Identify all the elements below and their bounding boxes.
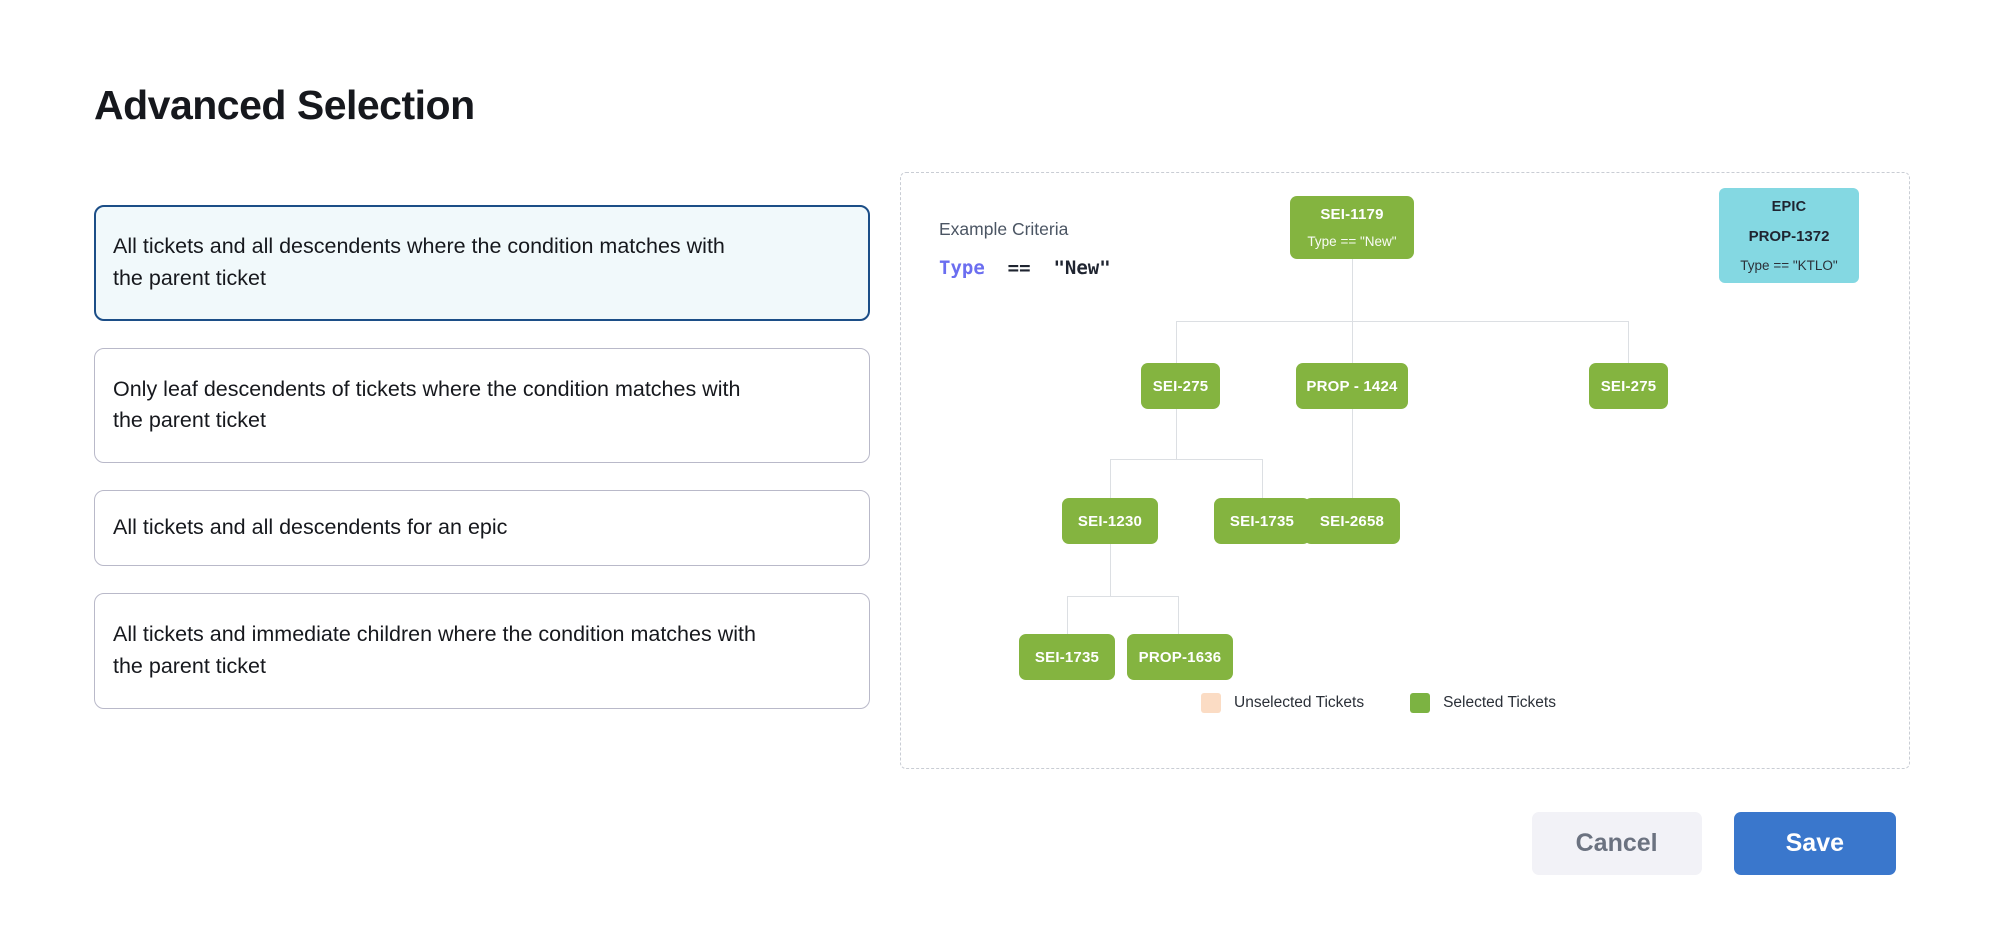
option-card-all-descendents[interactable]: All tickets and all descendents where th…	[94, 205, 870, 321]
legend-label: Unselected Tickets	[1234, 694, 1365, 711]
criteria-value: "New"	[1053, 257, 1111, 279]
ticket-id: SEI-1735	[1229, 512, 1295, 530]
diagram-legend: Unselected Tickets Selected Tickets	[1201, 693, 1556, 713]
ticket-node-sei-1179[interactable]: SEI-1179 Type == "New"	[1290, 196, 1414, 259]
epic-kind-label: EPIC	[1771, 198, 1807, 215]
connector-row3-bus	[1110, 459, 1262, 460]
ticket-id: SEI-275	[1152, 377, 1209, 395]
connector-prop1424-down	[1352, 409, 1353, 498]
connector-row3-mid-drop	[1262, 459, 1263, 498]
unselected-ticket-swatch-icon	[1201, 693, 1221, 713]
ticket-node-sei-2658[interactable]: SEI-2658	[1304, 498, 1400, 544]
connector-sei275-down	[1176, 409, 1177, 459]
criteria-keyword: Type	[939, 257, 985, 279]
ticket-id: SEI-1179	[1320, 206, 1384, 223]
connector-row2-mid-drop	[1352, 321, 1353, 363]
option-label: All tickets and immediate children where…	[113, 622, 756, 678]
criteria-operator: ==	[1007, 257, 1031, 279]
ticket-id: SEI-1735	[1034, 648, 1100, 666]
save-button[interactable]: Save	[1733, 812, 1896, 875]
connector-root-down	[1352, 259, 1353, 321]
option-card-leaf-descendents[interactable]: Only leaf descendents of tickets where t…	[94, 347, 870, 464]
ticket-node-sei-275-right[interactable]: SEI-275	[1589, 363, 1668, 409]
connector-row4-left-drop	[1067, 596, 1068, 634]
ticket-condition: Type == "New"	[1307, 234, 1397, 249]
ticket-id: SEI-275	[1600, 377, 1657, 395]
legend-item-selected: Selected Tickets	[1410, 693, 1556, 713]
ticket-id: SEI-2658	[1319, 512, 1385, 530]
selected-ticket-swatch-icon	[1410, 693, 1431, 713]
ticket-id: SEI-1230	[1077, 512, 1143, 530]
ticket-node-sei-1230[interactable]: SEI-1230	[1062, 498, 1158, 544]
connector-row4-bus	[1067, 596, 1178, 597]
criteria-label: Example Criteria	[939, 219, 1069, 239]
ticket-node-sei-1735-row3[interactable]: SEI-1735	[1214, 498, 1310, 544]
option-label: All tickets and all descendents for an e…	[113, 515, 508, 540]
dialog-footer: Cancel Save	[1531, 812, 1896, 875]
ticket-node-epic-prop-1372[interactable]: EPIC PROP-1372 Type == "KTLO"	[1719, 188, 1859, 283]
ticket-node-sei-275-left[interactable]: SEI-275	[1141, 363, 1220, 409]
epic-ticket-id: PROP-1372	[1748, 227, 1830, 245]
ticket-node-prop-1424[interactable]: PROP - 1424	[1296, 363, 1408, 409]
legend-label: Selected Tickets	[1443, 694, 1556, 711]
selection-options-list: All tickets and all descendents where th…	[94, 205, 870, 736]
page-title: Advanced Selection	[94, 82, 475, 129]
example-diagram-panel: Example Criteria Type == "New" SEI-1179 …	[900, 172, 1910, 769]
epic-condition: Type == "KTLO"	[1740, 257, 1838, 273]
criteria-expression: Type == "New"	[939, 257, 1111, 279]
legend-item-unselected: Unselected Tickets	[1201, 693, 1364, 713]
connector-row4-right-drop	[1178, 596, 1179, 634]
ticket-node-sei-1735-row4[interactable]: SEI-1735	[1019, 634, 1115, 680]
cancel-button[interactable]: Cancel	[1531, 812, 1702, 875]
connector-sei1230-down	[1110, 544, 1111, 596]
ticket-id: PROP-1636	[1138, 648, 1222, 666]
option-label: Only leaf descendents of tickets where t…	[113, 376, 741, 433]
connector-row2-left-drop	[1176, 321, 1177, 363]
connector-row2-right-drop	[1628, 321, 1629, 363]
connector-row2-bus	[1176, 321, 1628, 322]
option-card-immediate-children[interactable]: All tickets and immediate children where…	[94, 593, 870, 709]
option-card-epic-descendents[interactable]: All tickets and all descendents for an e…	[94, 490, 870, 567]
option-label: All tickets and all descendents where th…	[113, 234, 725, 290]
ticket-id: PROP - 1424	[1306, 377, 1398, 395]
connector-row3-left-drop	[1110, 459, 1111, 498]
ticket-node-prop-1636[interactable]: PROP-1636	[1127, 634, 1233, 680]
